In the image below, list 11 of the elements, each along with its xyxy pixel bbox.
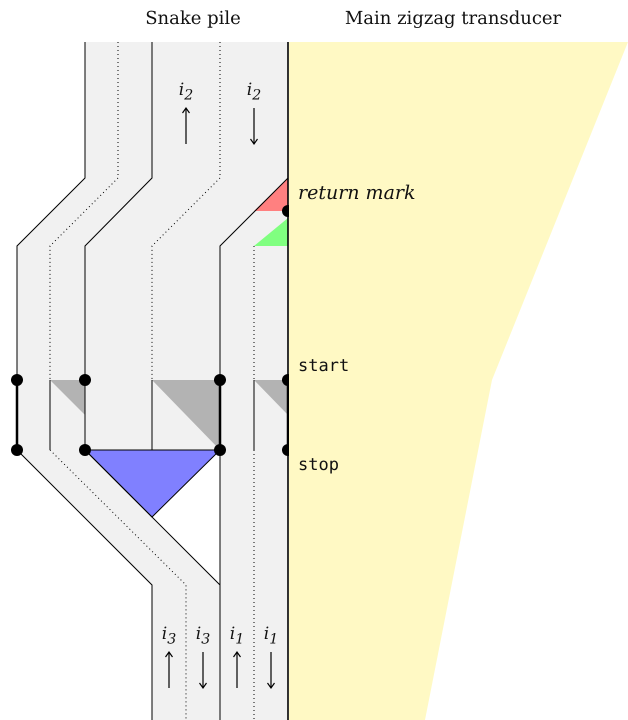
column-heading: Main zigzag transducer — [344, 10, 562, 28]
annotation-text: start — [298, 358, 350, 375]
variable-label: i$_{1}$ — [264, 626, 278, 647]
variable-label: i$_{3}$ — [162, 626, 176, 647]
variable-label: i$_{3}$ — [196, 626, 210, 647]
variable-label: i$_{2}$ — [246, 82, 262, 103]
column-heading: Snake pile — [145, 10, 241, 28]
annotation-text: return mark — [298, 184, 416, 203]
annotation-text: stop — [298, 457, 339, 474]
variable-label: i$_{2}$ — [178, 82, 194, 103]
variable-label: i$_{1}$ — [230, 626, 244, 647]
